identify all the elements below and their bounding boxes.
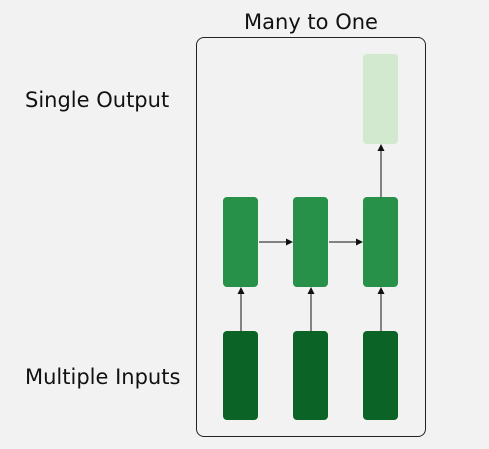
hidden-block-1 — [223, 197, 258, 287]
multiple-inputs-label: Multiple Inputs — [25, 365, 181, 389]
hidden-block-2 — [293, 197, 328, 287]
input-block-1 — [223, 331, 258, 420]
diagram-frame — [196, 37, 426, 437]
hidden-block-3 — [363, 197, 398, 287]
diagram-title: Many to One — [244, 10, 378, 34]
output-block — [363, 54, 398, 144]
single-output-label: Single Output — [25, 88, 170, 112]
input-block-2 — [293, 331, 328, 420]
input-block-3 — [363, 331, 398, 420]
